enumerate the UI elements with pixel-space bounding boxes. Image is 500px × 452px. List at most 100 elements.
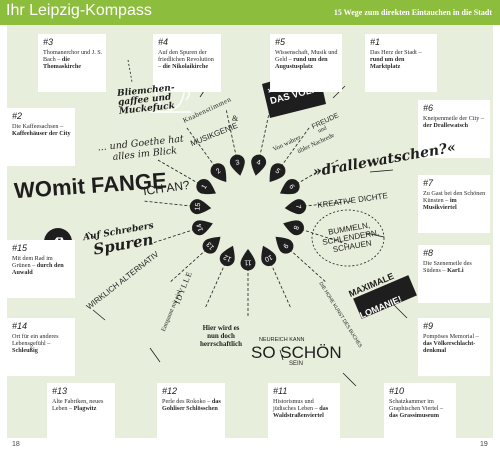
bummeln-ring	[311, 209, 385, 267]
pin-shape	[261, 245, 277, 267]
pin-label: 6	[287, 184, 295, 191]
card-text: Alte Fabriken, neues Leben –	[52, 398, 104, 413]
card-highlight: Kaffeehäuser der City	[12, 130, 71, 138]
pin-label: 11	[244, 259, 251, 266]
card-1[interactable]: #2 Die Kaffeesachsen – Kaffeehäuser der …	[7, 108, 75, 166]
pin-shape	[229, 154, 245, 176]
pin-label: 14	[196, 223, 205, 233]
card-number: #2	[12, 111, 23, 121]
card-highlight: KarLi	[447, 267, 464, 275]
compass-pin-10: 10	[261, 245, 277, 267]
compass-pin-1: 1	[196, 179, 216, 195]
card-text: Schatzkammer im Graphischen Viertel –	[389, 398, 444, 413]
compass-pin-11: 11	[240, 249, 256, 271]
card-number: #1	[370, 37, 381, 47]
pin-shape	[240, 249, 256, 271]
card-2[interactable]: #3 Thomanerchor und J. S. Bach – die Tho…	[38, 34, 106, 92]
so-schoen-phrase: SO SCHÖN	[251, 343, 342, 362]
card-highlight: im Musikviertel	[423, 197, 457, 212]
pin-label: 12	[223, 253, 233, 263]
card-number: #3	[43, 37, 54, 47]
compass-ray	[296, 158, 340, 185]
card-number: #7	[423, 178, 434, 188]
compass-pin-7: 7	[284, 199, 307, 215]
card-14[interactable]: #14 Ort für ein anderes Lebensgefühl – S…	[7, 318, 75, 376]
card-highlight: Plagwitz	[73, 405, 97, 413]
card-13[interactable]: #13 Alte Fabriken, neues Leben – Plagwit…	[47, 383, 115, 441]
pin-label: 1	[201, 183, 209, 190]
pin-label: 13	[206, 240, 216, 251]
card-text: Pompöses Memorial –	[423, 333, 479, 340]
compass-pin-4: 4	[251, 154, 267, 176]
card-number: #8	[423, 248, 434, 258]
card-3[interactable]: #4 Auf den Spuren der friedlichen Revolu…	[153, 34, 221, 92]
hier-line-3: herrschaftlich	[200, 340, 242, 348]
card-number: #12	[162, 386, 178, 396]
pin-shape	[192, 220, 213, 236]
pin-shape	[210, 163, 227, 183]
compass-ray	[225, 108, 237, 158]
mega-banner	[353, 275, 417, 319]
card-number: #14	[12, 321, 28, 331]
card-text: Das Herz der Stadt –	[370, 49, 422, 56]
herrschaftlich-phrase: Hier wird es nun doch herrschaftlich	[200, 324, 242, 348]
card-highlight: das Waldstraßenviertel	[273, 405, 329, 420]
card-number: #15	[12, 243, 28, 253]
compass-pin-2: 2	[210, 163, 227, 183]
pin-shape	[189, 199, 212, 215]
card-text: Auf den Spuren der friedlichen Revolutio…	[158, 49, 214, 71]
card-text: Wissenschaft, Musik und Geld –	[275, 49, 338, 64]
pin-label: 5	[274, 168, 281, 176]
pin-label: 9	[281, 242, 289, 250]
card-12[interactable]: #12 Perle des Rokoko – das Gohliser Schl…	[157, 383, 225, 441]
card-number: #10	[389, 386, 405, 396]
card-15[interactable]: #15 Mit dem Rad im Grünen – durch den Au…	[7, 240, 75, 298]
page-title: Ihr Leipzig-Kompass	[6, 2, 152, 19]
card-9[interactable]: #9 Pompöses Memorial – das Völkerschlach…	[418, 318, 490, 376]
pin-shape	[219, 245, 235, 267]
card-highlight: Schleußig	[12, 347, 38, 355]
pin-label: 10	[263, 253, 273, 263]
pin-label: 7	[294, 204, 301, 209]
compass-pin-15: 15	[189, 199, 212, 215]
compass-ray	[289, 249, 328, 284]
pin-shape	[196, 179, 216, 195]
neureich-phrase: NEUREICH KANN	[259, 337, 305, 343]
card-highlight: rund um den Augustusplatz	[275, 56, 328, 71]
compass-ray	[280, 126, 311, 167]
pin-shape	[269, 163, 286, 183]
card-4[interactable]: #5 Wissenschaft, Musik und Geld – rund u…	[270, 34, 342, 92]
hier-line-1: Hier wird es	[202, 324, 240, 332]
card-highlight: durch den Auwald	[12, 262, 64, 277]
compass-ray	[142, 200, 193, 207]
pin-label: 15	[194, 202, 202, 211]
card-7[interactable]: #7 Zu Gast bei den Schönen Künsten – im …	[418, 175, 490, 233]
compass-ray	[156, 158, 200, 185]
card-highlight: der Drallewatsch	[423, 122, 469, 130]
card-8[interactable]: #8 Die Szenemeile des Südens – KarLi	[418, 245, 490, 303]
compass-ray	[185, 126, 216, 167]
pin-shape	[280, 179, 300, 195]
pin-label: 3	[235, 159, 240, 167]
card-number: #13	[52, 386, 68, 396]
card-text: Kneipenmeile der City –	[423, 115, 484, 122]
card-10[interactable]: #10 Schatzkammer im Graphischen Viertel …	[384, 383, 456, 441]
card-highlight: das Gohliser Schlösschen	[162, 398, 221, 413]
pin-shape	[283, 220, 304, 236]
card-number: #4	[158, 37, 169, 47]
card-6[interactable]: #6 Kneipenmeile der City – der Drallewat…	[418, 100, 490, 158]
card-11[interactable]: #11 Historismus und jüdisches Leben – da…	[268, 383, 340, 441]
card-5[interactable]: #1 Das Herz der Stadt – rund um den Mark…	[365, 34, 437, 92]
page-subtitle: 15 Wege zum direkten Eintauchen in die S…	[333, 8, 492, 17]
compass-ray	[168, 249, 207, 284]
card-text: Ort für ein anderes Lebensgefühl –	[12, 333, 59, 348]
card-highlight: die Thomaskirche	[43, 56, 82, 71]
compass-pin-9: 9	[275, 236, 294, 254]
pin-label: 8	[292, 224, 300, 230]
pin-label: 4	[256, 159, 261, 167]
card-text: Zu Gast bei den Schönen Künsten –	[423, 190, 486, 205]
pin-label: 2	[215, 168, 222, 176]
page-number-right: 19	[480, 441, 488, 448]
compass-pin-14: 14	[192, 220, 213, 236]
